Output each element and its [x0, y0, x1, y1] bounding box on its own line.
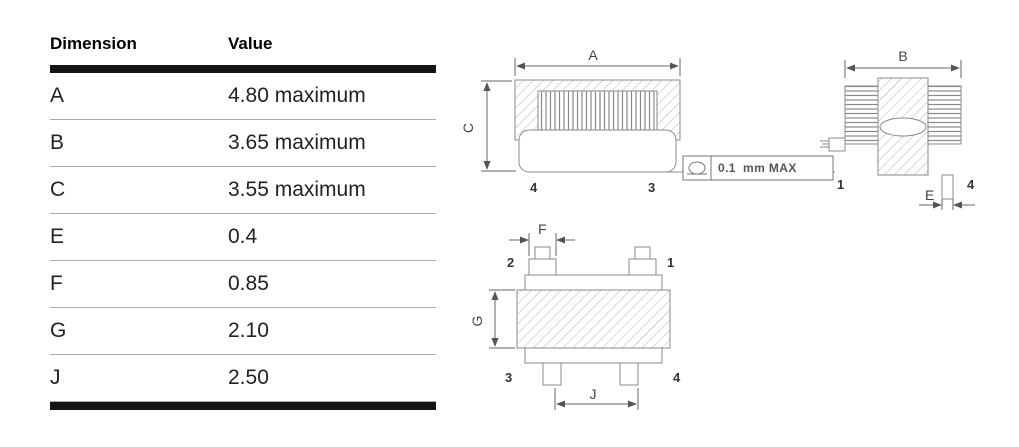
- bottom-top-pin-left-cap: [528, 258, 557, 276]
- bottom-flange-bottom: [524, 347, 663, 364]
- table-divider-top: [50, 65, 436, 73]
- front-clip: [518, 129, 677, 173]
- front-pin3-label: 3: [648, 180, 655, 195]
- dimension-letter: A: [50, 84, 65, 107]
- dimension-letter: B: [50, 131, 65, 154]
- dimension-value: 0.4: [228, 225, 258, 248]
- dim-a-label: A: [588, 47, 598, 63]
- table-header-row: Dimension Value: [50, 34, 436, 65]
- dimension-letter: E: [50, 225, 65, 248]
- note-suffix: mm MAX: [743, 161, 797, 175]
- dim-j-label: J: [590, 386, 597, 402]
- dimension-value: 3.55 maximum: [228, 178, 366, 201]
- table-row: G 2.10: [50, 308, 436, 355]
- table-row: B 3.65 maximum: [50, 120, 436, 167]
- dimension-value: 2.10: [228, 319, 269, 342]
- side-pin4-label: 4: [967, 177, 975, 192]
- bottom-top-pin-right-cap: [628, 258, 657, 276]
- table-row: E 0.4: [50, 214, 436, 261]
- bottom-view: F 2 1 3 4 G J: [469, 221, 681, 410]
- side-left-lead: [828, 137, 846, 152]
- coplanarity-note: 0.1 mm MAX: [682, 155, 834, 181]
- note-frame: [682, 155, 834, 181]
- side-pin1-label: 1: [837, 177, 844, 192]
- bottom-pin2-label: 2: [507, 255, 514, 270]
- bottom-bottom-pin-left: [542, 362, 562, 386]
- table-divider-bottom: [50, 402, 436, 410]
- bottom-pin4-label: 4: [673, 370, 681, 385]
- bottom-pin1-label: 1: [667, 255, 674, 270]
- table-row: F 0.85: [50, 261, 436, 308]
- side-bottom-pin: [941, 174, 954, 200]
- table-row: C 3.55 maximum: [50, 167, 436, 214]
- bottom-body: [516, 289, 671, 349]
- front-winding: [537, 90, 658, 134]
- side-core-ellipse: [879, 117, 927, 137]
- dim-g-label: G: [469, 316, 485, 327]
- bottom-bottom-pin-right: [619, 362, 639, 386]
- dimension-letter: J: [50, 366, 61, 389]
- dimension-table: Dimension Value A 4.80 maximum B 3.65 ma…: [50, 34, 436, 410]
- side-view: B 1 4 E: [820, 48, 975, 210]
- dim-b-label: B: [898, 48, 907, 64]
- table-row: A 4.80 maximum: [50, 73, 436, 120]
- dim-e-label: E: [925, 187, 934, 203]
- table-row: J 2.50: [50, 355, 436, 402]
- dimension-value: 4.80 maximum: [228, 84, 366, 107]
- side-winding-right: [927, 85, 962, 145]
- dimension-letter: G: [50, 319, 67, 342]
- bottom-flange-top: [524, 274, 663, 291]
- mechanical-drawings: A C 4 3 0.1 mm MAX B: [455, 0, 1019, 447]
- dimension-value: 3.65 maximum: [228, 131, 366, 154]
- bottom-pin3-label: 3: [505, 370, 512, 385]
- front-pin4-label: 4: [530, 180, 538, 195]
- dim-c-label: C: [460, 123, 476, 133]
- note-value: 0.1: [718, 161, 736, 175]
- dim-f-label: F: [538, 221, 547, 237]
- dimension-letter: C: [50, 178, 66, 201]
- column-header-dimension: Dimension: [50, 34, 137, 53]
- front-view: A C 4 3: [460, 47, 835, 195]
- column-header-value: Value: [228, 34, 273, 53]
- dimension-value: 2.50: [228, 366, 269, 389]
- dimension-letter: F: [50, 272, 63, 295]
- side-winding-left: [844, 85, 879, 145]
- drawings-svg: A C 4 3 0.1 mm MAX B: [460, 47, 975, 410]
- dimension-value: 0.85: [228, 272, 269, 295]
